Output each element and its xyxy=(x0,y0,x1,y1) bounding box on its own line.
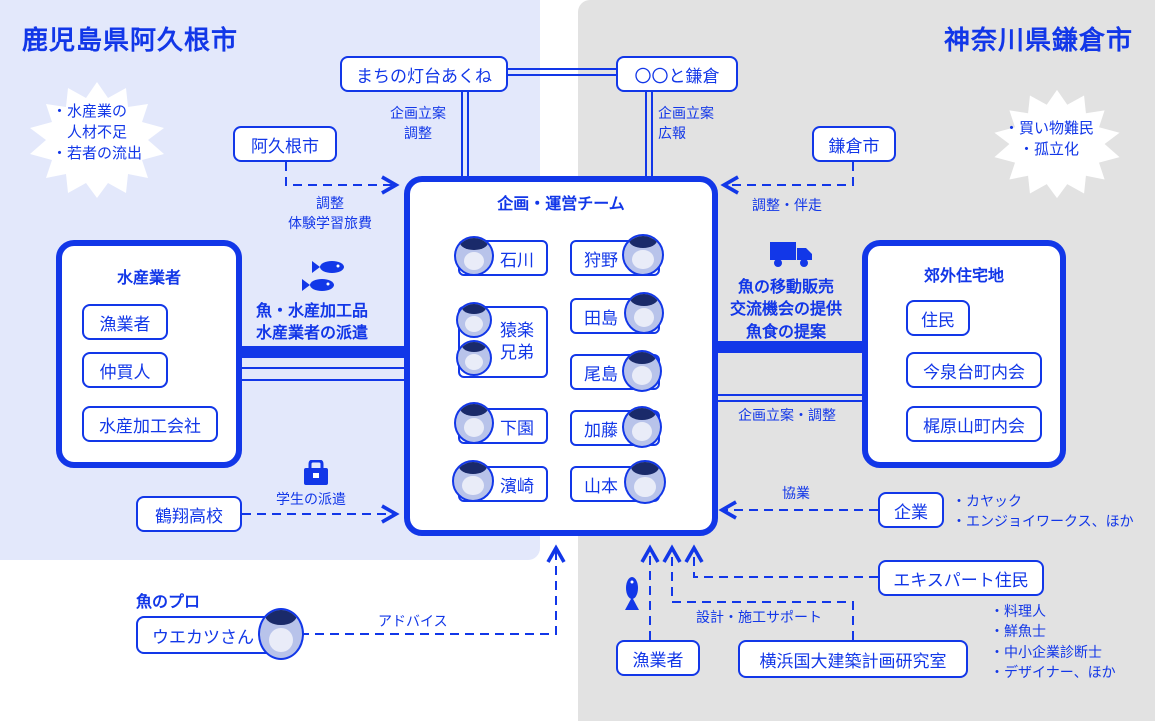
burst-left-line: 人材不足 xyxy=(52,123,128,141)
fishery-title: 水産業者 xyxy=(116,268,181,287)
companies-label: 協業 xyxy=(782,486,810,502)
fish-icon xyxy=(302,261,344,291)
companies-list-item: ・エンジョイワークス、ほか xyxy=(952,514,1134,531)
top-right-label-line: 企画立案 xyxy=(658,106,714,122)
top-right-label-line: 広報 xyxy=(658,126,686,143)
member-name: 石川 xyxy=(500,250,534,271)
burst-right-text: ・買い物難民 ・孤立化 xyxy=(1004,118,1094,160)
member-name: 田島 xyxy=(584,308,618,329)
region-title-akune: 鹿児島県阿久根市 xyxy=(22,26,239,56)
bottom-fisher-box: 漁業者 xyxy=(616,640,700,676)
suburb-item-kajiwarayama: 梶原山町内会 xyxy=(906,406,1042,442)
suburb-plan-label: 企画立案・調整 xyxy=(738,408,836,424)
suburb-flow-label: 魚の移動販売 交流機会の提供 魚食の提案 xyxy=(730,276,842,343)
school-box: 鶴翔高校 xyxy=(136,496,242,532)
member-name: 下園 xyxy=(500,418,534,439)
suburb-flow-label-line: 魚の移動販売 xyxy=(738,277,835,296)
pro-label: アドバイス xyxy=(378,614,448,630)
lighthouse-akune-box: まちの灯台あくね xyxy=(340,56,508,92)
suburb-title: 郊外住宅地 xyxy=(923,266,1004,285)
suburb-flow-label-line: 交流機会の提供 xyxy=(730,299,843,319)
pro-title: 魚のプロ xyxy=(136,592,201,611)
companies-list: ・カヤック ・エンジョイワークス、ほか xyxy=(952,492,1134,533)
akune-city-label-line: 体験学習旅費 xyxy=(288,216,372,233)
team-title: 企画・運営チーム xyxy=(497,194,625,213)
suburb-item-imaizumidai: 今泉台町内会 xyxy=(906,352,1042,388)
burst-left-line: ・若者の流出 xyxy=(52,144,143,162)
fishery-item-broker: 仲買人 xyxy=(82,352,168,388)
lab-box: 横浜国大建築計画研究室 xyxy=(738,640,968,678)
burst-right-line: ・買い物難民 xyxy=(1004,119,1095,137)
akune-city-label: 調整 体験学習旅費 xyxy=(288,194,372,235)
fishery-flow-label-line: 水産業者の派遣 xyxy=(256,323,369,343)
face-photo-icon xyxy=(624,292,664,334)
face-photo-icon xyxy=(622,350,662,392)
face-photo-icon xyxy=(456,340,492,376)
kamakura-city-label: 調整・伴走 xyxy=(752,198,822,214)
experts-list: ・料理人 ・鮮魚士 ・中小企業診断士 ・デザイナー、ほか xyxy=(990,602,1116,683)
face-photo-icon xyxy=(624,460,666,504)
lab-label: 設計・施工サポート xyxy=(696,610,822,626)
burst-left-line: ・水産業の xyxy=(52,102,128,120)
top-left-label-line: 調整 xyxy=(404,126,432,143)
experts-list-item: ・中小企業診断士 xyxy=(990,644,1102,661)
fishery-flow-label: 魚・水産加工品 水産業者の派遣 xyxy=(256,300,368,345)
member-name: 尾島 xyxy=(584,364,618,385)
region-title-kamakura: 神奈川県鎌倉市 xyxy=(943,26,1133,56)
top-left-label-line: 企画立案 xyxy=(390,106,446,122)
member-name: 濱崎 xyxy=(500,476,534,497)
member-name: 狩野 xyxy=(584,250,618,271)
fishery-item-fisher: 漁業者 xyxy=(82,304,168,340)
companies-list-item: ・カヤック xyxy=(952,494,1022,510)
burst-right-line: ・孤立化 xyxy=(1004,140,1080,158)
top-left-label: 企画立案 調整 xyxy=(390,104,446,145)
face-photo-icon xyxy=(622,406,662,448)
member-name: 山本 xyxy=(584,476,618,497)
face-photo-icon xyxy=(452,460,494,502)
face-photo-icon xyxy=(456,302,492,338)
truck-icon xyxy=(770,242,812,267)
fish-vertical-icon xyxy=(625,577,639,610)
burst-left-text: ・水産業の 人材不足 ・若者の流出 xyxy=(52,101,142,164)
face-photo-icon xyxy=(622,234,664,276)
akune-city-label-line: 調整 xyxy=(316,196,344,212)
face-photo-icon xyxy=(454,236,494,276)
experts-box: エキスパート住民 xyxy=(878,560,1044,596)
problem-burst-right xyxy=(994,89,1120,199)
experts-list-item: ・鮮魚士 xyxy=(990,624,1046,641)
member-name: 加藤 xyxy=(584,420,618,441)
kamakura-city-box: 鎌倉市 xyxy=(812,126,896,162)
problem-burst-left xyxy=(30,82,164,198)
top-right-label: 企画立案 広報 xyxy=(658,104,714,145)
kamakura-org-box: 〇〇と鎌倉 xyxy=(616,56,738,92)
experts-list-item: ・料理人 xyxy=(990,604,1046,620)
school-label: 学生の派遣 xyxy=(276,492,346,508)
experts-list-item: ・デザイナー、ほか xyxy=(990,664,1116,681)
face-photo-icon xyxy=(258,608,304,660)
member-name: 猿楽 兄弟 xyxy=(500,320,534,363)
fishery-flow-label-line: 魚・水産加工品 xyxy=(256,301,369,320)
face-photo-icon xyxy=(454,402,494,444)
companies-box: 企業 xyxy=(878,492,944,528)
akune-city-box: 阿久根市 xyxy=(233,126,337,162)
suburb-flow-label-line: 魚食の提案 xyxy=(746,321,827,341)
school-bag-icon xyxy=(304,460,328,485)
suburb-item-residents: 住民 xyxy=(906,300,970,336)
fishery-item-processor: 水産加工会社 xyxy=(82,406,218,442)
